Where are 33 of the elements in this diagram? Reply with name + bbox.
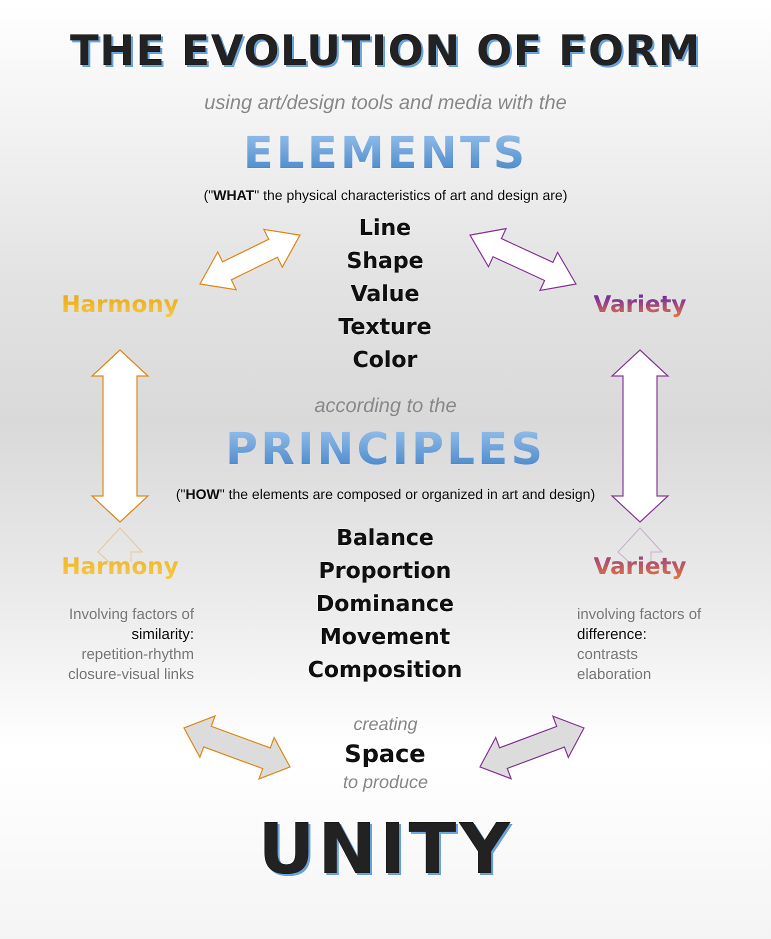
title: THE EVOLUTION OF FORM (70, 26, 701, 75)
list-item: Composition (308, 657, 462, 685)
list-item: Value (350, 281, 420, 309)
list-item: Proportion (318, 558, 452, 586)
list-item: Movement (320, 624, 450, 652)
note-text: involving factors of (577, 605, 702, 625)
keyword-text: Space (344, 739, 426, 770)
subtitle-text: using art/design tools and media with the (204, 92, 567, 115)
double-arrow (90, 349, 150, 523)
conclusion-heading: UNITY (258, 808, 513, 890)
list-item: Line (358, 215, 412, 243)
double-arrow (199, 228, 301, 290)
note-text: similarity: (132, 625, 194, 645)
note-text: difference: (577, 625, 647, 645)
subtitle-text: to produce (342, 772, 428, 793)
note-text: Involving factors of (68, 605, 194, 625)
list-item: Shape (346, 248, 424, 276)
list-item: Dominance (316, 591, 454, 619)
subtitle-text: creating (353, 714, 418, 735)
note-text: contrasts (577, 645, 638, 665)
note-text: closure-visual links (68, 665, 194, 685)
double-arrow (479, 715, 585, 780)
list-item: Texture (338, 314, 432, 342)
caption-text: ("WHAT" the physical characteristics of art and design are) (204, 187, 568, 203)
list-item: Balance (336, 525, 434, 553)
subtitle-text: according to the (314, 395, 457, 418)
caption-text: ("HOW" the elements are composed or organized in art and design) (176, 486, 596, 502)
note-text: repetition-rhythm (81, 645, 194, 665)
note-text: elaboration (577, 665, 652, 685)
double-arrow (610, 349, 670, 523)
double-arrow (183, 714, 291, 780)
list-item: Color (352, 347, 418, 375)
double-arrow (469, 228, 577, 292)
